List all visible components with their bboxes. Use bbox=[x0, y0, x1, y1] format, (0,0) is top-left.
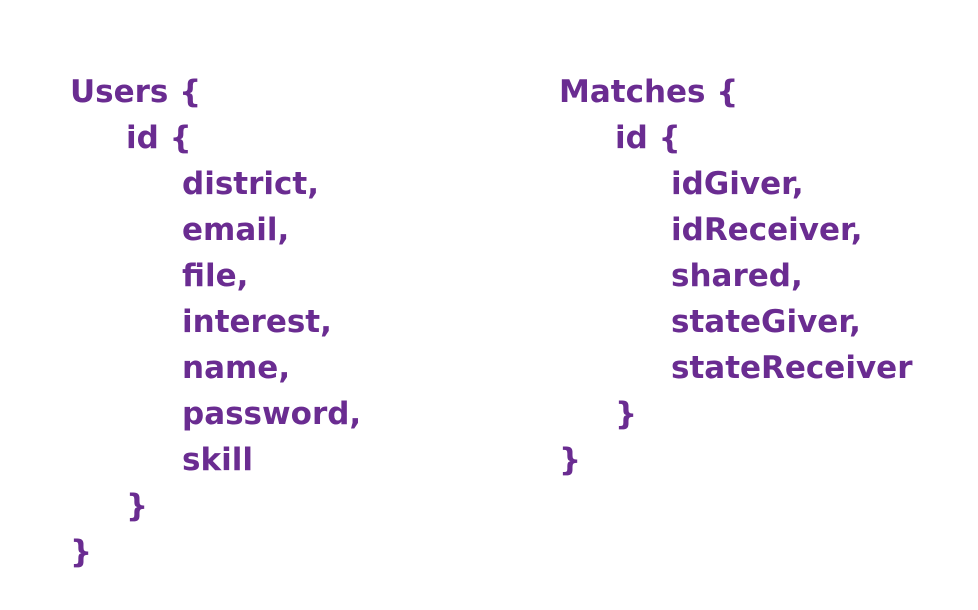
users-field-name: name, bbox=[182, 350, 291, 386]
matches-field-idgiver: idGiver, bbox=[671, 166, 804, 202]
matches-field-idreceiver: idReceiver, bbox=[671, 212, 863, 248]
users-id-open: id { bbox=[126, 120, 192, 156]
matches-field-stategiver: stateGiver, bbox=[671, 304, 861, 340]
users-field-file: file, bbox=[182, 258, 249, 294]
users-field-password: password, bbox=[182, 396, 362, 432]
users-field-district: district, bbox=[182, 166, 319, 202]
matches-schema-block: Matches { id { idGiver, idReceiver, shar… bbox=[559, 69, 912, 483]
matches-field-statereceiver: stateReceiver bbox=[671, 350, 913, 386]
users-id-close: } bbox=[126, 488, 149, 524]
matches-field-shared: shared, bbox=[671, 258, 803, 294]
users-schema-block: Users { id { district, email, file, inte… bbox=[70, 69, 361, 575]
matches-id-close: } bbox=[615, 396, 638, 432]
users-field-skill: skill bbox=[182, 442, 253, 478]
users-field-interest: interest, bbox=[182, 304, 332, 340]
matches-collection-close: } bbox=[559, 442, 582, 478]
matches-id-open: id { bbox=[615, 120, 681, 156]
users-field-email: email, bbox=[182, 212, 290, 248]
users-collection-close: } bbox=[70, 534, 93, 570]
matches-collection-header: Matches { bbox=[559, 74, 739, 110]
users-collection-header: Users { bbox=[70, 74, 202, 110]
